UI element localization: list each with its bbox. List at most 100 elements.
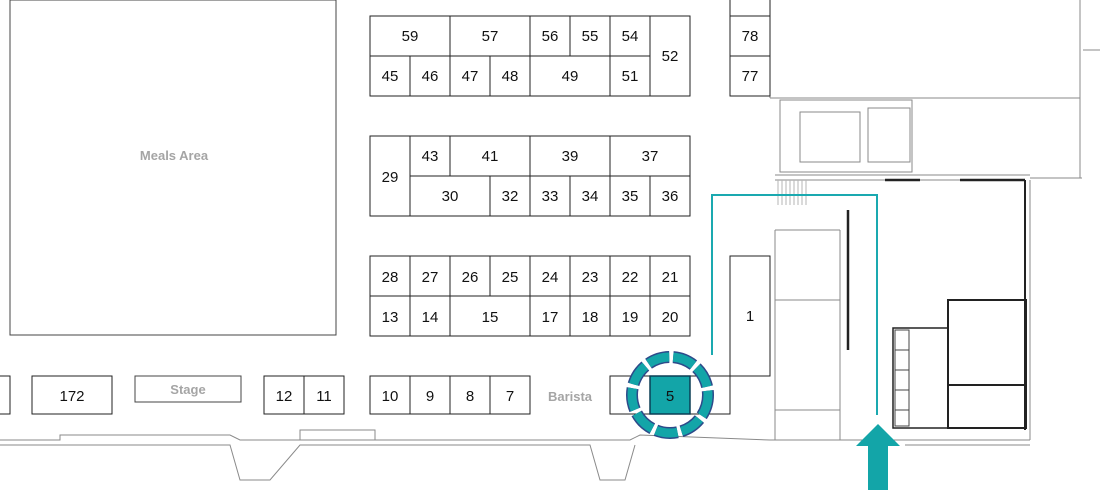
booth-label: 33 [542, 188, 559, 205]
booth-22[interactable]: 22 [609, 255, 651, 297]
booth-21[interactable]: 21 [649, 255, 691, 297]
booth-label: 30 [442, 188, 459, 205]
booth-label: 1 [746, 308, 754, 325]
booth-label: 17 [542, 309, 559, 326]
booth-34[interactable]: 34 [569, 175, 611, 217]
stage[interactable]: Stage [134, 375, 242, 403]
booth-label: 43 [422, 148, 439, 165]
booth-label: 10 [382, 388, 399, 405]
booth-19[interactable]: 19 [609, 295, 651, 337]
meals-area[interactable]: Meals Area [9, 0, 337, 336]
booth-36[interactable]: 36 [649, 175, 691, 217]
booth-label: 28 [382, 269, 399, 286]
up-arrow-icon[interactable] [856, 424, 900, 490]
booth-label: 51 [622, 68, 639, 85]
booth-49[interactable]: 49 [529, 55, 611, 97]
booth-8[interactable]: 8 [449, 375, 491, 415]
booth-59[interactable]: 59 [369, 15, 451, 57]
booth-26[interactable]: 26 [449, 255, 491, 297]
booth-12[interactable]: 12 [263, 375, 305, 415]
booth-label: 78 [742, 28, 759, 45]
booth-label: 56 [542, 28, 559, 45]
booth-52[interactable]: 52 [649, 15, 691, 97]
booth-24[interactable]: 24 [529, 255, 571, 297]
booth-label: 24 [542, 269, 559, 286]
booth-45[interactable]: 45 [369, 55, 411, 97]
booth-label: 45 [382, 68, 399, 85]
booth-10[interactable]: 10 [369, 375, 411, 415]
booth-label: 55 [582, 28, 599, 45]
booth-label: 8 [466, 388, 474, 405]
booth-label: 15 [482, 309, 499, 326]
booth-label: 29 [382, 169, 399, 186]
booth-label: 39 [562, 148, 579, 165]
booth-label: 13 [382, 309, 399, 326]
booth-47[interactable]: 47 [449, 55, 491, 97]
booth-18[interactable]: 18 [569, 295, 611, 337]
booth-30[interactable]: 30 [409, 175, 491, 217]
booth-37[interactable]: 37 [609, 135, 691, 177]
booth-54[interactable]: 54 [609, 15, 651, 57]
booth-label: 22 [622, 269, 639, 286]
booth-43[interactable]: 43 [409, 135, 451, 177]
booth-25[interactable]: 25 [489, 255, 531, 297]
booth-11[interactable]: 11 [303, 375, 345, 415]
booth-48[interactable]: 48 [489, 55, 531, 97]
booth-41[interactable]: 41 [449, 135, 531, 177]
booth-label: 34 [582, 188, 599, 205]
booth-17[interactable]: 17 [529, 295, 571, 337]
building-walls [0, 0, 1100, 481]
booth-block-top: 59 57 56 55 54 52 45 46 47 48 49 51 [369, 15, 691, 97]
booth-label: 27 [422, 269, 439, 286]
booth-label: 36 [662, 188, 679, 205]
booth-label: 20 [662, 309, 679, 326]
booth-172[interactable]: 172 [31, 375, 113, 415]
booth-32[interactable]: 32 [489, 175, 531, 217]
booth-label: 77 [742, 68, 759, 85]
booth-13[interactable]: 13 [369, 295, 411, 337]
booth-23[interactable]: 23 [569, 255, 611, 297]
booth-33[interactable]: 33 [529, 175, 571, 217]
booth-57[interactable]: 57 [449, 15, 531, 57]
booth-block-middle: 29 43 41 39 37 30 32 33 34 35 36 [369, 135, 691, 217]
meals-area-label: Meals Area [140, 148, 209, 163]
booth-label: 172 [59, 388, 84, 405]
booth-block-bottom: 172 Stage 12 11 10 9 8 7 Barista [0, 375, 731, 415]
booth-label: 41 [482, 148, 499, 165]
booth-5-highlight[interactable]: 5 [626, 351, 714, 439]
booth-55[interactable]: 55 [569, 15, 611, 57]
booth-46[interactable]: 46 [409, 55, 451, 97]
barista-label: Barista [548, 389, 593, 404]
booth-35[interactable]: 35 [609, 175, 651, 217]
booth-label: 52 [662, 48, 679, 65]
booth-9[interactable]: 9 [409, 375, 451, 415]
booth-5[interactable] [649, 375, 691, 415]
booth-27[interactable]: 27 [409, 255, 451, 297]
booth-29[interactable]: 29 [369, 135, 411, 217]
booth-20[interactable]: 20 [649, 295, 691, 337]
booth-56[interactable]: 56 [529, 15, 571, 57]
booth-51[interactable]: 51 [609, 55, 651, 97]
booth-label: 54 [622, 28, 639, 45]
booth-14[interactable]: 14 [409, 295, 451, 337]
booth-77[interactable]: 77 [729, 55, 771, 97]
booth-28[interactable]: 28 [369, 255, 411, 297]
booth-39[interactable]: 39 [529, 135, 611, 177]
booth-label: 11 [316, 388, 332, 405]
booth-label: 23 [582, 269, 599, 286]
booth-label: 32 [502, 188, 519, 205]
booth-label: 46 [422, 68, 439, 85]
booth-block-right-top: 78 77 [729, 0, 771, 97]
stage-label: Stage [170, 382, 205, 397]
booth-label: 12 [276, 388, 293, 405]
booth-label: 19 [622, 309, 639, 326]
booth-15[interactable]: 15 [449, 295, 531, 337]
booth-label: 18 [582, 309, 599, 326]
booth-1[interactable]: 1 [729, 255, 771, 377]
booth-7[interactable]: 7 [489, 375, 531, 415]
booth-label: 48 [502, 68, 519, 85]
booth-label: 25 [502, 269, 519, 286]
booth-78[interactable]: 78 [729, 15, 771, 57]
booth-label: 49 [562, 68, 579, 85]
